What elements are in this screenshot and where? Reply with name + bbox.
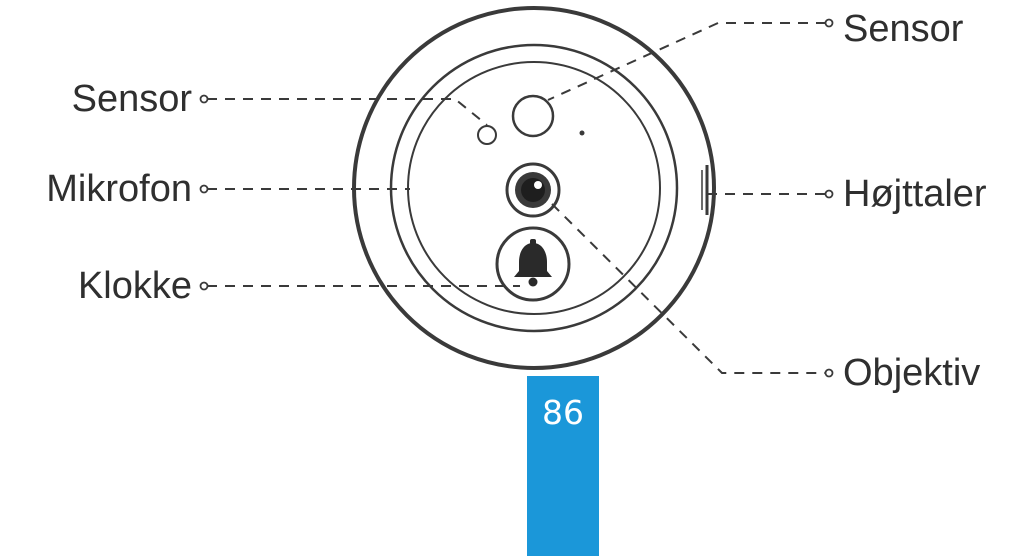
leader-lens	[551, 203, 826, 374]
sensor-large	[511, 94, 555, 138]
leader-sensor-left	[207, 98, 488, 126]
bell-button	[495, 226, 571, 302]
page-number-tab: 86	[527, 376, 599, 556]
label-microphone: Mikrofon	[46, 168, 192, 210]
bell-icon	[514, 243, 552, 277]
lens	[505, 162, 561, 218]
sensor-small	[477, 125, 497, 145]
label-bell: Klokke	[77, 265, 192, 307]
leader-lines	[207, 22, 826, 374]
leader-markers	[199, 18, 834, 378]
leader-sensor-right	[547, 22, 826, 101]
page-number: 86	[542, 393, 584, 432]
indicator-dot	[579, 130, 585, 136]
label-speaker: Højttaler	[843, 173, 987, 215]
label-sensor-right: Sensor	[843, 8, 964, 50]
label-lens: Objektiv	[843, 352, 981, 394]
label-sensor-left: Sensor	[71, 78, 192, 120]
